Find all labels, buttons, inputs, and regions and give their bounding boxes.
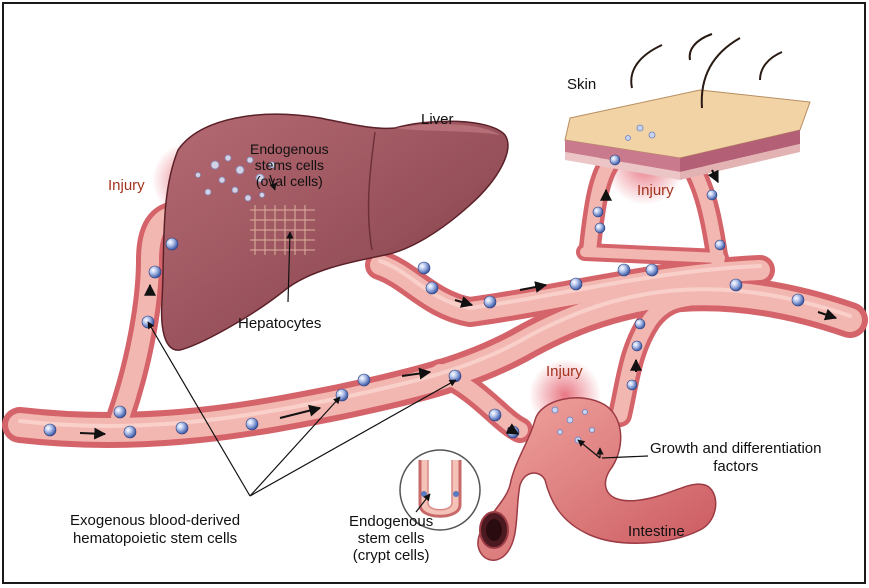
skin-label: Skin [567,76,596,94]
skin-injury-label: Injury [637,182,674,200]
liver-label: Liver [421,111,454,129]
growth-factors-label: Growth and differentiation factors [650,440,822,476]
crypt-cells-label: Endogenous stem cells (crypt cells) [349,513,433,564]
exogenous-cells-label: Exogenous blood-derived hematopoietic st… [70,512,240,548]
hepatocytes-label: Hepatocytes [238,315,321,333]
liver-injury-label: Injury [108,177,145,195]
oval-cells-label: Endogenous stems cells (oval cells) [250,141,329,189]
intestine-label: Intestine [628,523,685,541]
intestine-injury-label: Injury [546,363,583,381]
